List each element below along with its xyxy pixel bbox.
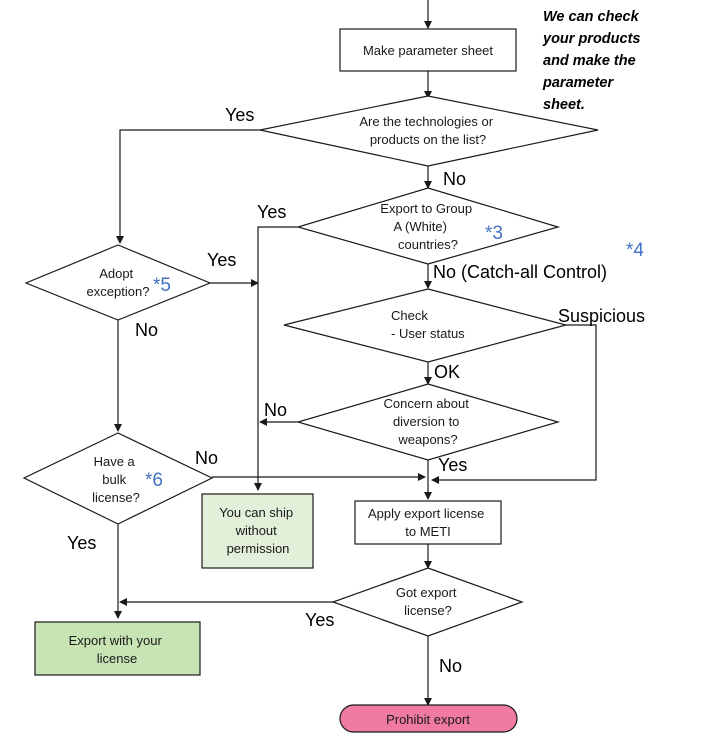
edge-label-no-list: No bbox=[443, 169, 466, 189]
export-line: Export with your bbox=[69, 633, 163, 648]
bulk-line: bulk bbox=[102, 472, 126, 487]
adopt-line: Adopt bbox=[99, 266, 133, 281]
ref-3: *3 bbox=[485, 223, 503, 244]
check-line: Check bbox=[391, 308, 428, 323]
side-note: We can check your products and make the … bbox=[542, 9, 645, 113]
got-line: license? bbox=[404, 603, 452, 618]
check-label: Check - User status bbox=[391, 308, 465, 341]
ship-without-permission-box bbox=[201, 493, 314, 569]
edge-label-yes-adopt: Yes bbox=[207, 250, 236, 270]
concern-line: Concern about bbox=[384, 396, 470, 411]
adopt-exception-decision bbox=[24, 244, 212, 321]
bulk-line: license? bbox=[92, 490, 140, 505]
ship-line: You can ship bbox=[219, 505, 293, 520]
export-label: Export with your license bbox=[69, 633, 166, 666]
prohibit-label: Prohibit export bbox=[386, 712, 470, 727]
ship-line: without bbox=[235, 523, 278, 538]
bulk-line: Have a bbox=[94, 454, 136, 469]
note-line: We can check bbox=[543, 9, 640, 25]
got-license-decision bbox=[331, 567, 524, 637]
note-line: parameter bbox=[542, 75, 614, 91]
export-line: license bbox=[97, 651, 137, 666]
apply-label: Apply export license to METI bbox=[368, 506, 488, 539]
edge-label-yes-group: Yes bbox=[257, 202, 286, 222]
edge-list-yes bbox=[116, 129, 260, 244]
ship-line: permission bbox=[227, 541, 290, 556]
edge-label-no-got: No bbox=[439, 656, 462, 676]
param-line: Make parameter sheet bbox=[363, 43, 493, 58]
ref-4: *4 bbox=[626, 240, 644, 261]
edge-label-no-adopt: No bbox=[135, 320, 158, 340]
edge-label-ok: OK bbox=[434, 362, 460, 382]
got-line: Got export bbox=[396, 585, 457, 600]
edge-label-yes-bulk: Yes bbox=[67, 533, 96, 553]
edge-label-suspicious: Suspicious bbox=[558, 306, 645, 326]
apply-line: Apply export license bbox=[368, 506, 484, 521]
concern-label: Concern about diversion to weapons? bbox=[384, 396, 473, 447]
concern-line: diversion to bbox=[393, 414, 459, 429]
group-a-label: Export to Group A (White) countries? bbox=[380, 201, 475, 252]
group-a-line: Export to Group bbox=[380, 201, 472, 216]
on-list-line: products on the list? bbox=[370, 132, 486, 147]
edge-group-yes bbox=[254, 226, 298, 491]
edge-label-yes-concern: Yes bbox=[438, 455, 467, 475]
prohibit-line: Prohibit export bbox=[386, 712, 470, 727]
edge-label-yes-list: Yes bbox=[225, 105, 254, 125]
check-line: - User status bbox=[391, 326, 465, 341]
group-a-line: A (White) bbox=[393, 219, 446, 234]
apply-line: to METI bbox=[405, 524, 451, 539]
edge-label-no-concern: No bbox=[264, 400, 287, 420]
edge-label-no-group: No (Catch-all Control) bbox=[433, 262, 607, 282]
concern-diversion-decision bbox=[295, 383, 561, 461]
ref-5: *5 bbox=[153, 275, 171, 296]
on-list-label: Are the technologies or products on the … bbox=[359, 114, 496, 147]
group-a-decision bbox=[295, 187, 561, 265]
edge-label-yes-got: Yes bbox=[305, 610, 334, 630]
got-label: Got export license? bbox=[396, 585, 460, 618]
param-label: Make parameter sheet bbox=[363, 43, 493, 58]
note-line: and make the bbox=[543, 53, 636, 69]
make-parameter-sheet-box bbox=[339, 28, 517, 72]
apply-export-license-box bbox=[354, 500, 502, 545]
edge-check-suspicious bbox=[431, 324, 597, 484]
concern-line: weapons? bbox=[397, 432, 457, 447]
export-with-license-box bbox=[34, 621, 201, 676]
note-line: sheet. bbox=[543, 97, 585, 113]
ship-label: You can ship without permission bbox=[219, 505, 297, 556]
adopt-line: exception? bbox=[87, 284, 150, 299]
bulk-label: Have a bulk license? bbox=[92, 454, 140, 505]
prohibit-export-terminal bbox=[339, 704, 518, 733]
on-list-decision bbox=[259, 95, 599, 167]
check-user-status-decision bbox=[283, 288, 569, 363]
on-list-line: Are the technologies or bbox=[359, 114, 493, 129]
adopt-label: Adopt exception? bbox=[87, 266, 150, 299]
group-a-line: countries? bbox=[398, 237, 458, 252]
ref-6: *6 bbox=[145, 470, 163, 491]
edge-label-no-bulk: No bbox=[195, 448, 218, 468]
note-line: your products bbox=[542, 31, 640, 47]
bulk-license-decision bbox=[22, 432, 214, 525]
